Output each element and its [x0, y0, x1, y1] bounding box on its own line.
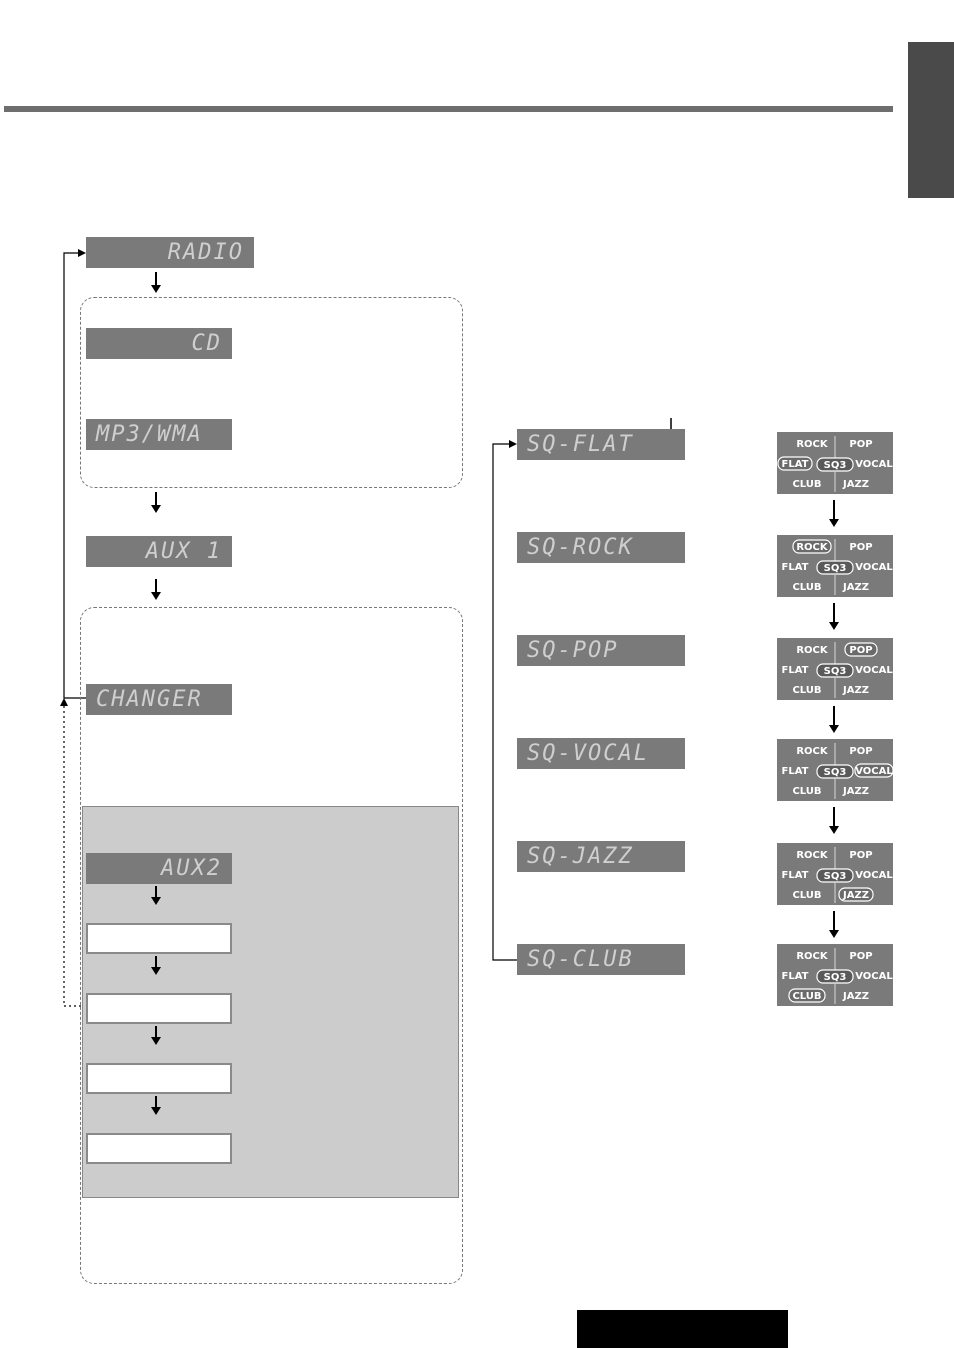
- sq-mode-label-jazz: JAZZ: [842, 991, 869, 1002]
- selected-mode-outline: [838, 887, 874, 902]
- sq-mode-label-jazz: JAZZ: [842, 786, 869, 797]
- sq3-badge: [816, 969, 854, 984]
- sq-mode-label-pop: POP: [849, 542, 872, 553]
- sq-mode-label-pop: POP: [849, 439, 872, 450]
- section-tab: [908, 42, 954, 198]
- sq-mode-label-flat: FLAT: [782, 665, 809, 676]
- header-rule: [4, 106, 893, 112]
- sq-mode-label-pop: POP: [849, 951, 872, 962]
- blank-display-1: [86, 923, 232, 954]
- sq3-label: SQ3: [824, 460, 847, 471]
- sq3-label: SQ3: [824, 563, 847, 574]
- sq3-badge: [816, 560, 854, 575]
- sq-mode-label-flat: FLAT: [782, 459, 809, 470]
- sq-mode-label-club: CLUB: [792, 582, 821, 593]
- sq-mode-label-flat: FLAT: [782, 870, 809, 881]
- sq-mode-label-rock: ROCK: [796, 439, 829, 450]
- sq-mode-label-flat: FLAT: [782, 971, 809, 982]
- sq-mode-label-flat: FLAT: [782, 766, 809, 777]
- sq3-badge: [816, 764, 854, 779]
- blank-display-2: [86, 993, 232, 1024]
- sq-mode-label-vocal: VOCAL: [855, 665, 893, 676]
- sq-mode-label-club: CLUB: [792, 479, 821, 490]
- cd-display: CD: [86, 328, 232, 359]
- sq-indicator-vocal: SQ3 ROCK POP FLAT VOCAL CLUB JAZZ: [777, 739, 893, 801]
- sq-mode-label-rock: ROCK: [796, 850, 829, 861]
- sq-mode-label-pop: POP: [849, 746, 872, 757]
- blank-display-4: [86, 1133, 232, 1164]
- sq-mode-label-pop: POP: [849, 850, 872, 861]
- sq-mode-label-rock: ROCK: [796, 645, 829, 656]
- selected-mode-outline: [854, 763, 893, 778]
- sq-mode-label-vocal: VOCAL: [855, 562, 893, 573]
- sq-mode-label-pop: POP: [849, 645, 872, 656]
- sq-mode-label-jazz: JAZZ: [842, 479, 869, 490]
- sq-indicator-flat: SQ3 ROCK POP FLAT VOCAL CLUB JAZZ: [777, 432, 893, 494]
- sq3-label: SQ3: [824, 767, 847, 778]
- sq-mode-label-club: CLUB: [792, 786, 821, 797]
- sq-mode-label-jazz: JAZZ: [842, 890, 869, 901]
- sq-mode-label-vocal: VOCAL: [855, 971, 893, 982]
- aux2-display: AUX2: [86, 853, 232, 884]
- sq-mode-label-vocal: VOCAL: [855, 459, 893, 470]
- sq3-label: SQ3: [824, 666, 847, 677]
- sq-mode-label-jazz: JAZZ: [842, 582, 869, 593]
- sq-mode-label-vocal: VOCAL: [855, 766, 893, 777]
- sq-rock-display: SQ-ROCK P2: [517, 532, 685, 563]
- radio-display: RADIO: [86, 237, 254, 268]
- sq-club-display: SQ-CLUB P6: [517, 944, 685, 975]
- sq-flat-display: SQ-FLAT P 1: [517, 429, 685, 460]
- changer-source-group: [80, 607, 463, 1284]
- changer-display: CHANGER: [86, 684, 232, 715]
- sq-vocal-display: SQ-VOCAL P4: [517, 738, 685, 769]
- selected-mode-outline: [844, 642, 878, 657]
- sq-indicator-rock: SQ3 ROCK POP FLAT VOCAL CLUB JAZZ: [777, 535, 893, 597]
- sq-mode-label-vocal: VOCAL: [855, 870, 893, 881]
- sq3-badge: [816, 457, 854, 472]
- sq-mode-label-rock: ROCK: [796, 746, 829, 757]
- sq-mode-label-club: CLUB: [792, 685, 821, 696]
- sq-mode-label-rock: ROCK: [796, 951, 829, 962]
- sq-mode-label-club: CLUB: [792, 991, 821, 1002]
- sq3-badge: [816, 663, 854, 678]
- sq-indicator-club: SQ3 ROCK POP FLAT VOCAL CLUB JAZZ: [777, 944, 893, 1006]
- selected-mode-outline: [777, 456, 813, 471]
- sq3-label: SQ3: [824, 871, 847, 882]
- selected-mode-outline: [788, 988, 826, 1003]
- sq-pop-display: SQ-POP P3: [517, 635, 685, 666]
- aux1-display: AUX 1: [86, 536, 232, 567]
- disc-source-group: [80, 297, 463, 488]
- blank-display-3: [86, 1063, 232, 1094]
- mp3-wma-display: MP3/WMA: [86, 419, 232, 450]
- sq3-label: SQ3: [824, 972, 847, 983]
- sq-indicator-pop: SQ3 ROCK POP FLAT VOCAL CLUB JAZZ: [777, 638, 893, 700]
- sq3-badge: [816, 868, 854, 883]
- sq-mode-label-rock: ROCK: [796, 542, 829, 553]
- sq-indicator-jazz: SQ3 ROCK POP FLAT VOCAL CLUB JAZZ: [777, 843, 893, 905]
- selected-mode-outline: [792, 539, 832, 554]
- sq-mode-label-jazz: JAZZ: [842, 685, 869, 696]
- footer-bar: [577, 1310, 788, 1348]
- sq-mode-label-flat: FLAT: [782, 562, 809, 573]
- sq-mode-label-club: CLUB: [792, 890, 821, 901]
- sq-jazz-display: SQ-JAZZ P5: [517, 841, 685, 872]
